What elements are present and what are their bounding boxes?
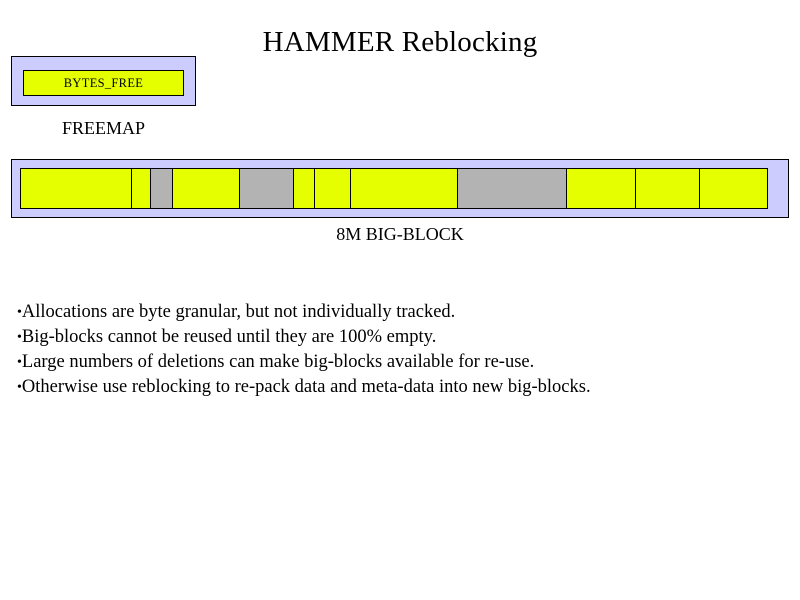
bullet-text: Otherwise use reblocking to re-pack data…: [21, 377, 591, 397]
bigblock-segment-used: [635, 168, 700, 209]
bullet-item: •Allocations are byte granular, but not …: [17, 300, 783, 325]
bigblock-segment-used: [350, 168, 458, 209]
freemap-container-box: BYTES_FREE: [11, 56, 196, 106]
bullet-marker-icon: •: [17, 380, 22, 395]
bigblock-segment-used: [314, 168, 351, 209]
bullet-text: Allocations are byte granular, but not i…: [21, 302, 456, 322]
bigblock-diagram: 8M BIG-BLOCK: [11, 159, 789, 247]
bigblock-segment-used: [566, 168, 636, 209]
bigblock-segment-used: [172, 168, 240, 209]
bullet-marker-icon: •: [17, 355, 22, 370]
bullet-list: •Allocations are byte granular, but not …: [17, 300, 783, 400]
bigblock-segment-used: [699, 168, 768, 209]
bullet-text: Big-blocks cannot be reused until they a…: [21, 327, 437, 347]
freemap-caption: FREEMAP: [61, 118, 146, 138]
page-title: HAMMER Reblocking: [262, 26, 538, 59]
bigblock-segment-used: [131, 168, 151, 209]
bigblock-segment-free: [457, 168, 567, 209]
bigblock-segment-list: [20, 168, 768, 209]
bytes-free-label: BYTES_FREE: [63, 76, 144, 90]
bullet-text: Large numbers of deletions can make big-…: [21, 352, 535, 372]
freemap-diagram: BYTES_FREE FREEMAP: [11, 56, 200, 145]
bullet-marker-icon: •: [17, 330, 22, 345]
bigblock-segment-used: [293, 168, 315, 209]
bigblock-segment-free: [150, 168, 173, 209]
bytes-free-cell: BYTES_FREE: [23, 70, 184, 96]
bigblock-caption: 8M BIG-BLOCK: [336, 224, 464, 244]
bullet-marker-icon: •: [17, 305, 22, 320]
bullet-item: •Big-blocks cannot be reused until they …: [17, 325, 783, 350]
bullet-item: •Large numbers of deletions can make big…: [17, 350, 783, 375]
bigblock-segment-free: [239, 168, 294, 209]
bigblock-segment-used: [20, 168, 132, 209]
bullet-item: •Otherwise use reblocking to re-pack dat…: [17, 375, 783, 400]
